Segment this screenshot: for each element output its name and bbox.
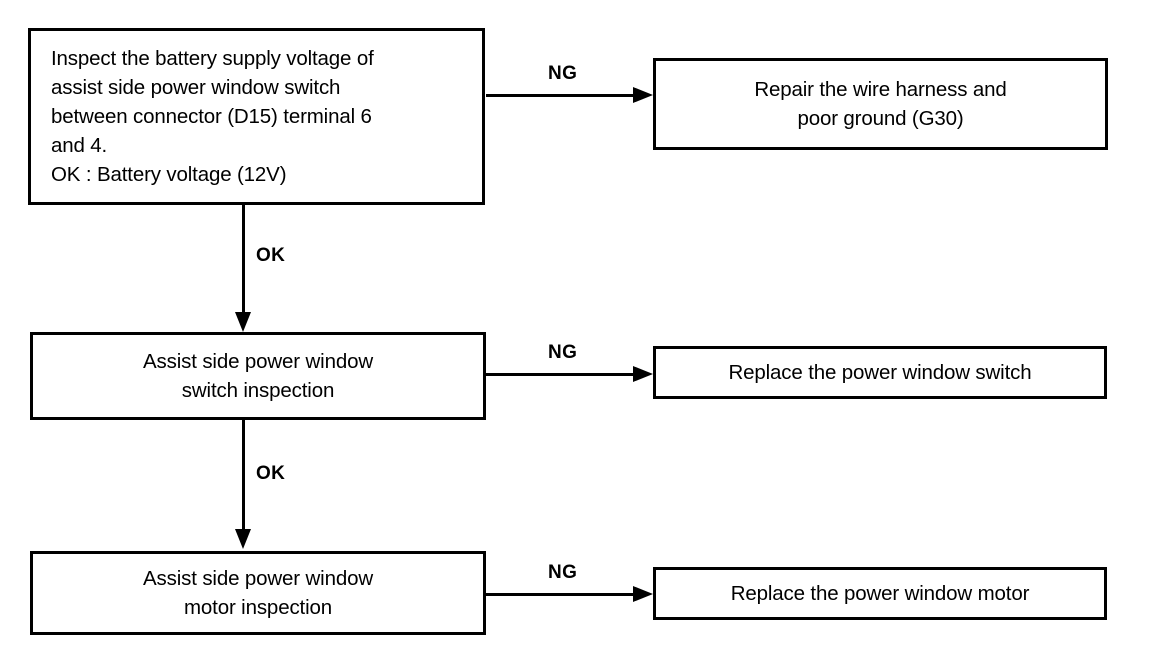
node-text-line: assist side power window switch	[51, 76, 341, 99]
edge-label-ng-3: NG	[548, 562, 578, 583]
node-switch-inspection: Assist side power window switch inspecti…	[30, 332, 486, 420]
edge-label-ng-1: NG	[548, 63, 578, 84]
edge-ng-3-connector	[486, 593, 636, 596]
node-text-line: between connector (D15) terminal 6	[51, 105, 372, 128]
arrow-down-icon	[235, 529, 251, 549]
node-text-line: Replace the power window switch	[728, 361, 1032, 384]
node-text-line: motor inspection	[183, 596, 332, 619]
node-text-line: Repair the wire harness and	[754, 78, 1007, 101]
edge-label-ok-2: OK	[256, 463, 286, 484]
node-replace-switch: Replace the power window switch	[653, 346, 1107, 399]
arrow-right-icon	[633, 366, 653, 382]
node-text-line: Replace the power window motor	[730, 582, 1030, 605]
node-text-line: Assist side power window	[143, 567, 373, 590]
arrow-down-icon	[235, 312, 251, 332]
edge-label-ok-1: OK	[256, 245, 286, 266]
node-replace-motor: Replace the power window motor	[653, 567, 1107, 620]
node-text-line: switch inspection	[181, 379, 335, 402]
node-text-line: Assist side power window	[143, 350, 373, 373]
edge-ng-2-connector	[486, 373, 636, 376]
node-text-line: and 4.	[51, 134, 108, 157]
node-inspect-voltage: Inspect the battery supply voltage of as…	[28, 28, 485, 205]
node-text-line: OK : Battery voltage (12V)	[51, 163, 287, 186]
node-text-line: poor ground (G30)	[797, 107, 964, 130]
edge-ok-1-connector	[242, 205, 245, 315]
arrow-right-icon	[633, 586, 653, 602]
edge-ng-1-connector	[486, 94, 636, 97]
node-motor-inspection: Assist side power window motor inspectio…	[30, 551, 486, 635]
edge-label-ng-2: NG	[548, 342, 578, 363]
node-repair-harness: Repair the wire harness and poor ground …	[653, 58, 1108, 150]
arrow-right-icon	[633, 87, 653, 103]
node-text-line: Inspect the battery supply voltage of	[51, 47, 374, 70]
edge-ok-2-connector	[242, 420, 245, 532]
